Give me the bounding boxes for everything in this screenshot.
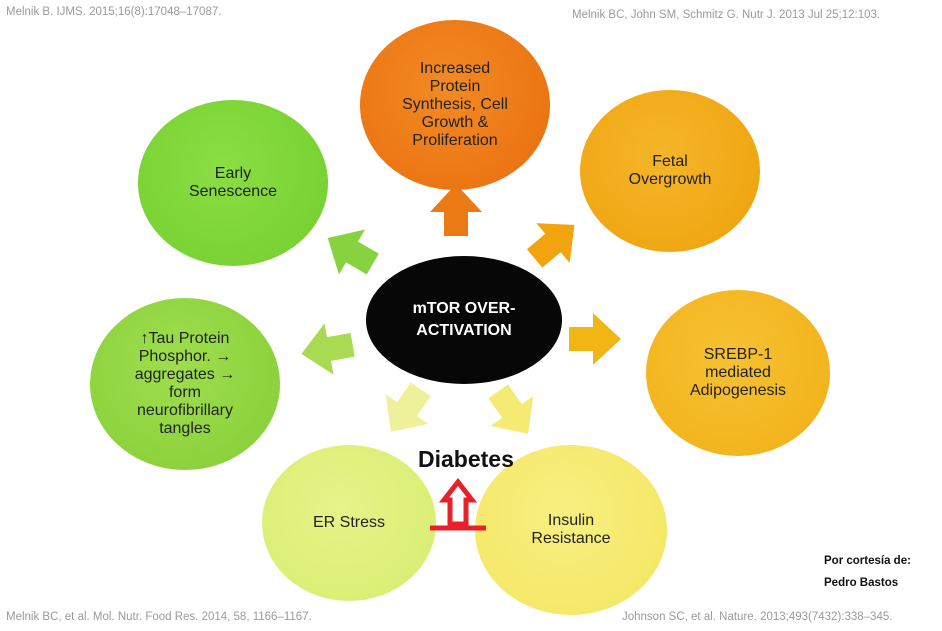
node-srebp: SREBP-1 mediated Adipogenesis <box>646 290 830 456</box>
mtor-line-2: ACTIVATION <box>416 322 512 339</box>
reference-top-right: Melnik BC, John SM, Schmitz G. Nutr J. 2… <box>572 9 881 21</box>
arrow-up-icon <box>430 184 482 236</box>
node-early-senescence: Early Senescence <box>138 100 328 266</box>
arrow-left-icon <box>296 319 358 380</box>
node-er-stress-label: ER Stress <box>312 514 385 531</box>
diabetes-label: Diabetes <box>418 446 514 472</box>
reference-bottom-left: Melnik BC, et al. Mol. Nutr. Food Res. 2… <box>6 611 312 623</box>
node-protein-synthesis-label: Increased Protein Synthesis, Cell Growth… <box>402 60 508 149</box>
node-tau-protein-label: ↑Tau Protein Phosphor. → aggregates → fo… <box>134 330 236 437</box>
node-insulin-resistance: Insulin Resistance <box>475 445 667 615</box>
node-tau-protein: ↑Tau Protein Phosphor. → aggregates → fo… <box>90 298 280 470</box>
node-early-senescence-label: Early Senescence <box>188 165 278 200</box>
arrow-lower-left-icon <box>369 374 443 447</box>
arrow-upper-right-icon <box>517 205 592 279</box>
diabetes-arrow-icon <box>430 478 486 531</box>
node-srebp-label: SREBP-1 mediated Adipogenesis <box>689 346 787 399</box>
credit-text: Por cortesía de: Pedro Bastos <box>824 555 911 589</box>
mtor-overactivation: mTOR OVER- ACTIVATION <box>366 256 562 384</box>
node-er-stress: ER Stress <box>262 445 436 601</box>
reference-top-left: Melnik B. IJMS. 2015;16(8):17048–17087. <box>6 6 222 18</box>
node-fetal-overgrowth-label: Fetal Overgrowth <box>628 153 712 188</box>
node-protein-synthesis: Increased Protein Synthesis, Cell Growth… <box>360 20 550 190</box>
mtor-line-1: mTOR OVER- <box>412 300 516 317</box>
arrow-lower-right-icon <box>476 376 550 449</box>
node-fetal-overgrowth: Fetal Overgrowth <box>580 90 760 252</box>
arrow-upper-left-icon <box>314 215 386 287</box>
node-insulin-resistance-label: Insulin Resistance <box>531 512 611 547</box>
arrow-right-icon <box>569 313 621 365</box>
reference-bottom-right: Johnson SC, et al. Nature. 2013;493(7432… <box>622 611 893 623</box>
